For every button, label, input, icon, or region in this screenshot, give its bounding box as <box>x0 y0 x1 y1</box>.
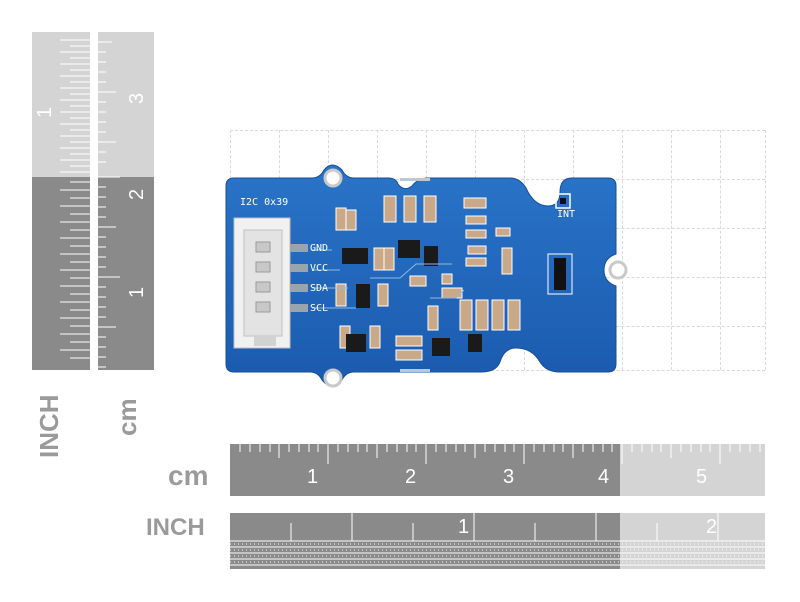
vertical-inch-unit-label: INCH <box>34 394 64 458</box>
int-label: INT <box>557 209 576 220</box>
cm-ruler-ticks <box>98 41 120 368</box>
cm-tick-label: 4 <box>598 466 610 488</box>
vertical-cm-unit-label: cm <box>112 398 142 436</box>
pcb-outline <box>225 164 628 388</box>
inch-tick-label: 1 <box>34 106 56 118</box>
cm-tick-label: 2 <box>126 188 148 200</box>
inch-tick-label: 3 <box>126 92 148 104</box>
inch-tick-label: 2 <box>706 516 718 538</box>
inch-ruler-ticks <box>60 39 90 359</box>
cm-tick-label: 3 <box>503 466 515 488</box>
pin-label-vcc: VCC <box>310 263 329 274</box>
cm-tick-label: 5 <box>696 466 708 488</box>
horizontal-cm-unit-label: cm <box>168 460 209 491</box>
cm-tick-label: 1 <box>126 286 148 298</box>
cm-scale-ticks <box>239 444 761 464</box>
pin-label-scl: SCL <box>310 303 329 314</box>
cm-tick-label: 2 <box>405 466 417 488</box>
inch-scale-ticks <box>230 513 765 566</box>
inch-tick-label: 1 <box>458 516 470 538</box>
pin-label-sda: SDA <box>310 283 329 294</box>
board-title: I2C 0x39 <box>240 197 289 208</box>
pin-label-gnd: GND <box>310 243 329 254</box>
cm-tick-label: 1 <box>307 466 319 488</box>
horizontal-inch-unit-label: INCH <box>146 514 205 541</box>
